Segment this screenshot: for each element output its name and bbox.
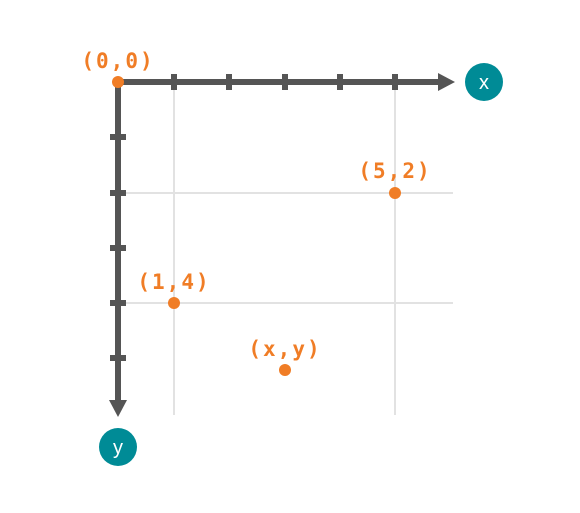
point-1-4: (1,4)	[137, 270, 210, 309]
point-1-4-label: (1,4)	[137, 270, 210, 294]
point-5-2-label: (5,2)	[358, 159, 431, 183]
x-axis-badge: x	[465, 63, 503, 101]
point-x-y-label: (x,y)	[248, 337, 321, 361]
origin: (0,0)	[81, 49, 154, 88]
y-axis-name: y	[113, 437, 123, 459]
point-1-4-dot	[168, 297, 180, 309]
x-axis-badge-circle	[465, 63, 503, 101]
origin-label: (0,0)	[81, 49, 154, 73]
y-axis-badge: y	[99, 428, 137, 466]
point-x-y-dot	[279, 364, 291, 376]
x-axis-name: x	[479, 72, 489, 94]
x-axis-arrowhead	[438, 73, 455, 91]
origin-point	[112, 76, 124, 88]
point-5-2-dot	[389, 187, 401, 199]
y-axis-badge-circle	[99, 428, 137, 466]
ticks	[110, 74, 398, 361]
point-x-y: (x,y)	[248, 337, 321, 376]
point-5-2: (5,2)	[358, 159, 431, 199]
y-axis-arrowhead	[109, 400, 127, 417]
